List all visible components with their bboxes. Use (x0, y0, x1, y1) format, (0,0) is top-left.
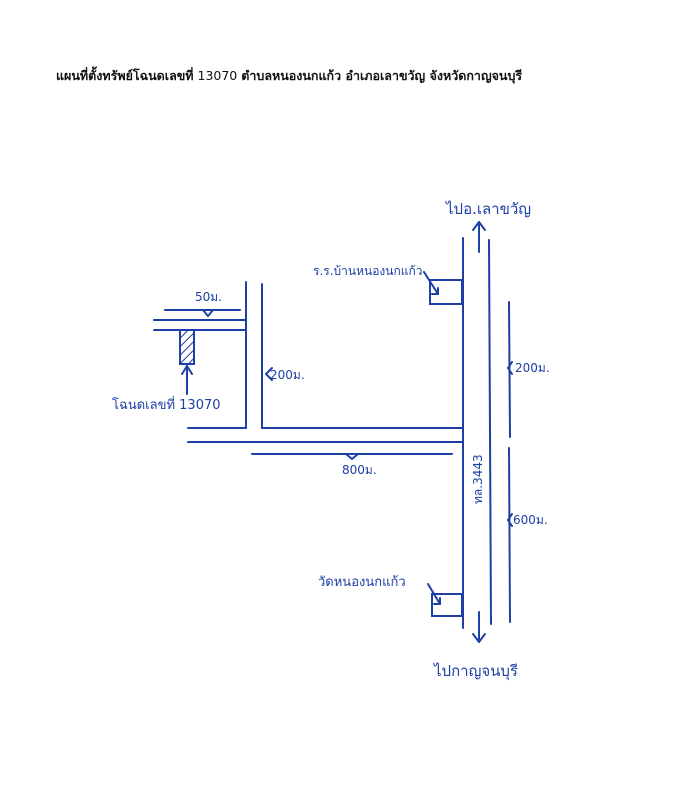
brace-200-side-icon (265, 367, 273, 381)
brace-800-icon (345, 453, 359, 460)
label-parcel: โฉนดเลขที่ 13070 (112, 396, 221, 413)
title-main: แผนที่ตั้งทรัพย์โฉนดเลขที่ (56, 68, 194, 83)
arrow-down-icon (472, 611, 486, 643)
label-temple: วัดหนองนกแก้ว (318, 575, 406, 590)
school-marker (423, 271, 463, 305)
label-dist-600-road: 600ม. (513, 513, 548, 527)
label-road-name: ทล.3443 (471, 454, 485, 504)
label-to-north: ไปอ.เลาขวัญ (445, 200, 531, 218)
title-location: ตำบลหนองนกแก้ว อำเภอเลาขวัญ จังหวัดกาญจน… (241, 68, 523, 83)
label-to-south: ไปกาญจนบุรี (433, 662, 518, 681)
page-title: แผนที่ตั้งทรัพย์โฉนดเลขที่ 13070 ตำบลหนอ… (56, 66, 656, 86)
arrow-up-icon (472, 221, 486, 253)
label-dist-200-side: 200ม. (270, 368, 305, 382)
label-dist-50: 50ม. (195, 290, 222, 304)
title-number: 13070 (197, 68, 238, 83)
brace-600-icon (507, 513, 513, 527)
brace-50-icon (202, 309, 214, 317)
arrow-to-parcel-icon (181, 365, 193, 395)
label-school: ร.ร.บ้านหนองนกแก้ว (313, 264, 422, 278)
highway-line-right (488, 239, 492, 625)
distance-line-600 (508, 447, 511, 623)
brace-200-icon (507, 361, 513, 375)
label-dist-800: 800ม. (342, 463, 377, 477)
land-parcel-marker (179, 329, 195, 365)
temple-marker (427, 583, 463, 617)
label-dist-200-road: 200ม. (515, 361, 550, 375)
